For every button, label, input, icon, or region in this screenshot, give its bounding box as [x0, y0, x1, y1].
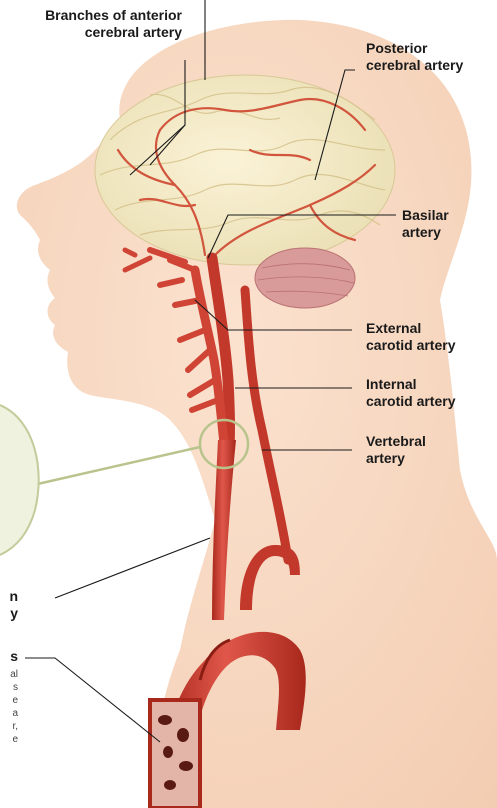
label-left-partial-b: s: [0, 648, 18, 665]
partial-caption-text: al s e a r, e: [0, 668, 18, 746]
partial-caption-line-6: e: [0, 733, 18, 746]
label-vertebral-line2: artery: [366, 450, 426, 467]
label-posterior-cerebral-artery: Posterior cerebral artery: [366, 40, 463, 74]
label-posterior-line2: cerebral artery: [366, 57, 463, 74]
artery-cross-section: [150, 700, 200, 808]
partial-caption-line-5: r,: [0, 720, 18, 733]
label-basilar-line2: artery: [402, 224, 449, 241]
label-vertebral-artery: Vertebral artery: [366, 433, 426, 467]
magnified-inset-edge: [0, 405, 39, 555]
label-left-partial-a: n y: [0, 588, 18, 622]
label-external-carotid-artery: External carotid artery: [366, 320, 455, 354]
label-external-line2: carotid artery: [366, 337, 455, 354]
partial-caption-line-1: al: [0, 668, 18, 681]
partial-caption-line-4: a: [0, 707, 18, 720]
label-anterior-cerebral-artery: Branches of anterior cerebral artery: [0, 7, 182, 41]
label-left-partial-2: y: [0, 605, 18, 622]
label-anterior-line2: cerebral artery: [0, 24, 182, 41]
partial-caption-line-2: s: [0, 681, 18, 694]
brain: [95, 75, 395, 265]
label-external-line1: External: [366, 320, 455, 337]
label-basilar-line1: Basilar: [402, 207, 449, 224]
magnifier-callout-line: [20, 447, 200, 488]
label-internal-line1: Internal: [366, 376, 455, 393]
label-anterior-line1: Branches of anterior: [0, 7, 182, 24]
label-left-partial-1: n: [0, 588, 18, 605]
label-internal-carotid-artery: Internal carotid artery: [366, 376, 455, 410]
label-basilar-artery: Basilar artery: [402, 207, 449, 241]
partial-caption-line-3: e: [0, 694, 18, 707]
label-internal-line2: carotid artery: [366, 393, 455, 410]
label-vertebral-line1: Vertebral: [366, 433, 426, 450]
label-left-partial-3: s: [0, 648, 18, 665]
label-posterior-line1: Posterior: [366, 40, 463, 57]
